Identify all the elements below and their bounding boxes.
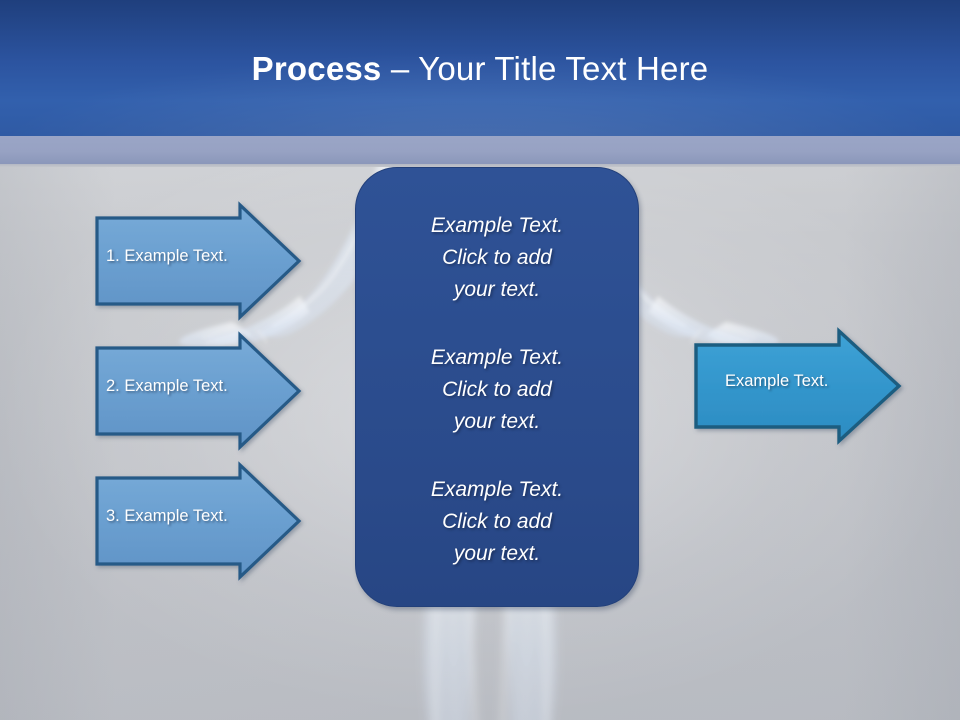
panel-text-block-3: Example Text. Click to add your text.	[430, 478, 564, 565]
banner-underline-bar	[0, 136, 960, 164]
page-title-rest: – Your Title Text Here	[381, 50, 709, 87]
panel-text-block-1: Example Text. Click to add your text.	[430, 214, 564, 301]
title-banner	[0, 0, 960, 136]
banner-sheen	[0, 0, 960, 136]
page-title: Process – Your Title Text Here	[0, 49, 960, 89]
arrow-step-3[interactable]: 3. Example Text.	[92, 460, 307, 582]
banner-underline-edge	[0, 164, 960, 167]
arrow-output[interactable]: Example Text.	[691, 326, 906, 446]
panel-text-block-2: Example Text. Click to add your text.	[430, 346, 564, 433]
page-title-bold: Process	[251, 50, 382, 87]
arrow-step-2[interactable]: 2. Example Text.	[92, 330, 307, 452]
center-process-panel[interactable]: Example Text. Click to add your text. Ex…	[355, 167, 639, 607]
arrow-step-1[interactable]: 1. Example Text.	[92, 200, 307, 322]
